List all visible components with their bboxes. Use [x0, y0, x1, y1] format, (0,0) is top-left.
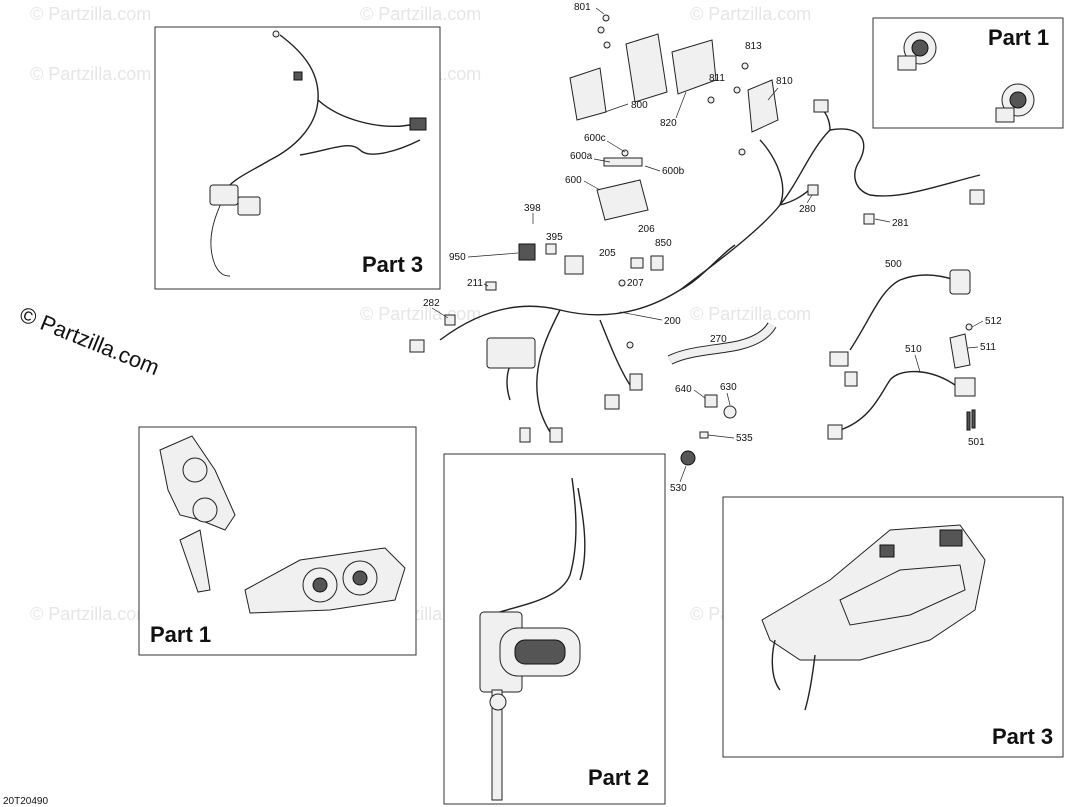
callout-282: 282: [423, 298, 440, 309]
watermark: © Partzilla.com: [690, 4, 811, 24]
junction-block: [486, 337, 536, 369]
switch-500: [949, 269, 971, 295]
inset-label: Part 1: [150, 622, 211, 647]
callout-200: 200: [664, 316, 681, 327]
callout-500: 500: [885, 259, 902, 270]
callout-600a: 600a: [570, 151, 593, 162]
callout-640: 640: [675, 384, 692, 395]
callout-950: 950: [449, 252, 466, 263]
diagram-code: 20T20490: [3, 796, 48, 807]
callout-850: 850: [655, 238, 672, 249]
bracket-810: [747, 79, 779, 133]
fuse-box-600: [596, 179, 649, 221]
callout-820: 820: [660, 118, 677, 129]
watermark: © Partzilla.com: [360, 4, 481, 24]
callout-211: 211: [467, 278, 483, 289]
callout-layer: 801 800 820 813 811 810 600c 600a 600b 6…: [423, 2, 1002, 494]
callout-512: 512: [985, 316, 1002, 327]
ecu-module-800: [625, 33, 668, 103]
ecu-module-800b: [569, 67, 607, 121]
watermark: © Partzilla.com: [360, 304, 481, 324]
callout-630: 630: [720, 382, 737, 393]
bracket-820: [671, 39, 717, 95]
callout-281: 281: [892, 218, 909, 229]
callout-600b: 600b: [662, 166, 685, 177]
callout-801: 801: [574, 2, 591, 13]
callout-510: 510: [905, 344, 922, 355]
winch-part2-illustration: [479, 477, 586, 801]
callout-800: 800: [631, 100, 648, 111]
callout-535: 535: [736, 433, 753, 444]
callout-810: 810: [776, 76, 793, 87]
copyright-notice: © Partzilla.com: [16, 301, 163, 380]
inset-label: Part 3: [362, 252, 423, 277]
socket-part1-illustration: [897, 31, 1035, 123]
inset-label: Part 2: [588, 765, 649, 790]
callout-813: 813: [745, 41, 762, 52]
watermark: © Partzilla.com: [30, 604, 151, 624]
watermark: © Partzilla.com: [690, 304, 811, 324]
headlight-part1-illustration: [159, 435, 406, 614]
callout-205: 205: [599, 248, 616, 259]
harness-part3-illustration: [209, 30, 427, 277]
callout-270: 270: [710, 334, 727, 345]
inset-label: Part 1: [988, 25, 1049, 50]
tray-part3-illustration: [761, 524, 986, 711]
callout-395: 395: [546, 232, 563, 243]
watermark: © Partzilla.com: [30, 64, 151, 84]
callout-206: 206: [638, 224, 655, 235]
watermark: © Partzilla.com: [30, 4, 151, 24]
callout-207: 207: [627, 278, 644, 289]
inset-frame-part3-top-left: [154, 26, 441, 290]
relay-950: [518, 243, 536, 261]
callout-600: 600: [565, 175, 582, 186]
callout-280: 280: [799, 204, 816, 215]
inset-label: Part 3: [992, 724, 1053, 749]
callout-501: 501: [968, 437, 985, 448]
callout-600c: 600c: [584, 133, 606, 144]
callout-511: 511: [980, 342, 996, 353]
main-wire-harness: [409, 14, 985, 466]
callout-398: 398: [524, 203, 541, 214]
callout-811: 811: [709, 73, 725, 84]
callout-530: 530: [670, 483, 687, 494]
